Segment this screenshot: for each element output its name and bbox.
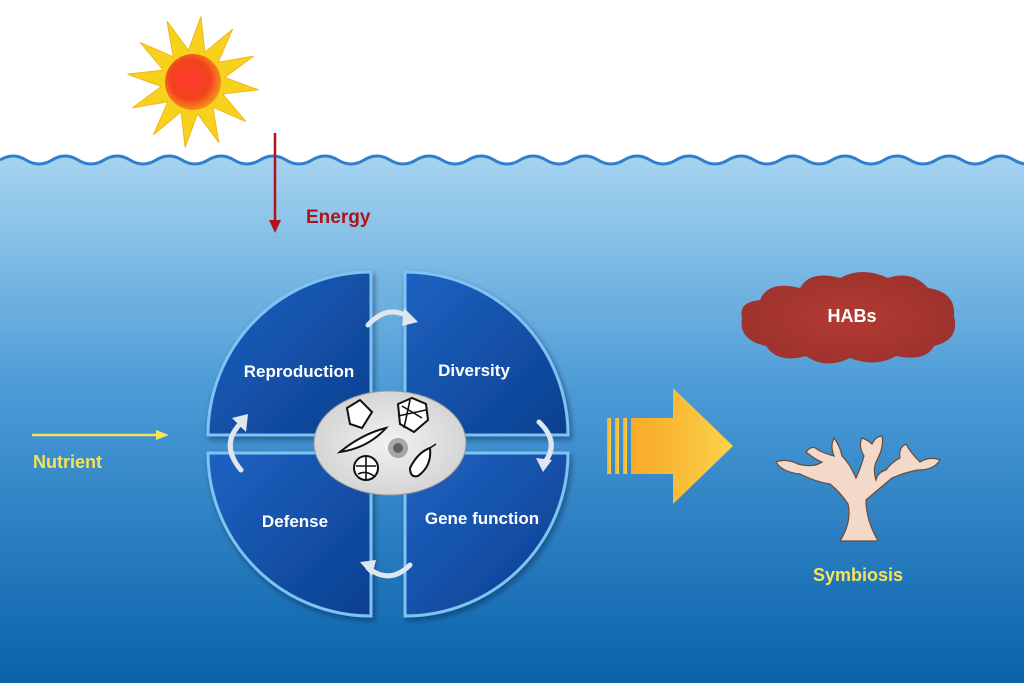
- cycle-arrow-bottom-head: [360, 560, 376, 576]
- quadrant-label-diversity: Diversity: [438, 361, 510, 380]
- cycle-arrow-right: [536, 419, 554, 465]
- big-arrow-icon: [607, 388, 733, 504]
- sun-icon: [127, 16, 259, 148]
- energy-label: Energy: [306, 207, 371, 228]
- quadrant-label-gene-function: Gene function: [425, 509, 539, 528]
- dinoflagellate-cells-icon: [313, 390, 467, 496]
- nutrient-label: Nutrient: [33, 452, 102, 472]
- cycle-arrows: [227, 308, 554, 579]
- quadrant-label-defense: Defense: [262, 512, 328, 531]
- energy-arrow: [269, 133, 281, 233]
- water-surface-wave: [0, 154, 1024, 166]
- cycle-arrow-right-head: [536, 458, 552, 472]
- nutrient-arrow: [32, 430, 169, 440]
- quadrant-label-reproduction: Reproduction: [244, 362, 355, 381]
- cycle-arrow-top-head: [402, 308, 418, 326]
- symbiosis-label: Symbiosis: [813, 565, 903, 585]
- cycle-arrow-left-head: [232, 414, 248, 432]
- function-wheel: [206, 270, 570, 618]
- quadrant-gene-function: [403, 451, 570, 618]
- habs-cloud-icon: [741, 272, 956, 364]
- cycle-arrow-left: [227, 421, 244, 473]
- quadrant-diversity: [403, 270, 570, 437]
- quadrant-reproduction: [206, 270, 373, 437]
- habs-label: HABs: [827, 306, 876, 326]
- coral-icon: [775, 435, 941, 542]
- quadrant-defense: [206, 451, 373, 618]
